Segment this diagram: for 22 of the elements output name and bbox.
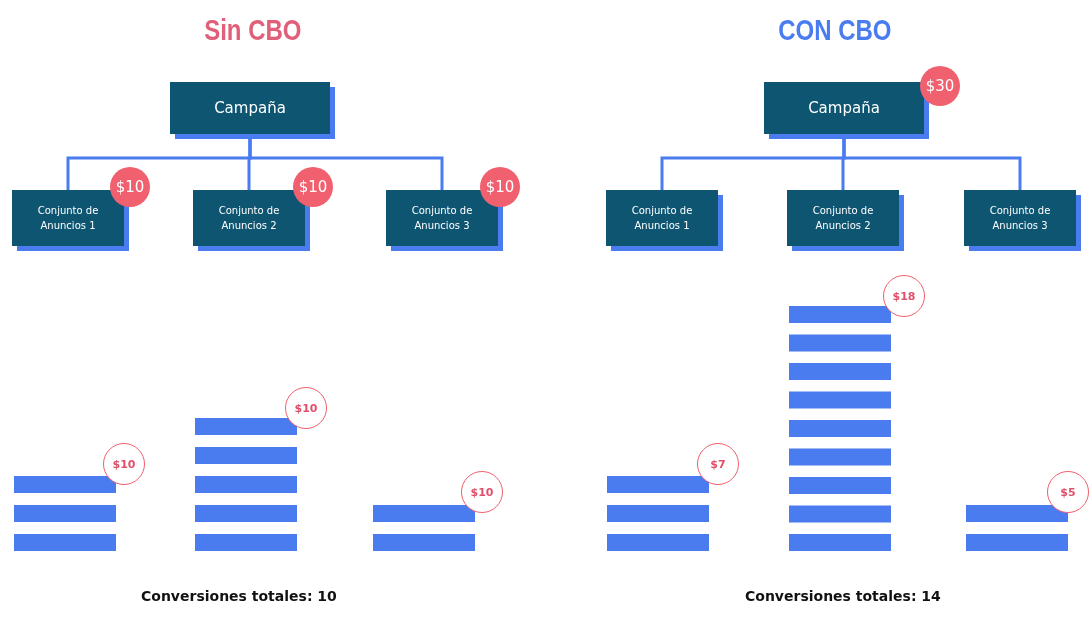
section-title: Sin CBO [204,13,302,47]
budget-badge: $10 [480,167,520,207]
node-label: Conjunto de Anuncios 1 [36,204,100,233]
budget-badge: $10 [110,167,150,207]
budget-badge: $10 [293,167,333,207]
budget-badge: $30 [920,66,960,106]
node-label: Conjunto de Anuncios 1 [630,204,694,233]
value-circle: $18 [883,275,925,317]
value-circle: $7 [697,443,739,485]
node-label: Campaña [807,97,881,119]
value-circle: $10 [461,471,503,513]
node-label: Conjunto de Anuncios 2 [811,204,875,233]
node-label: Conjunto de Anuncios 3 [410,204,474,233]
node-label: Conjunto de Anuncios 2 [217,204,281,233]
section-title: CON CBO [778,13,892,47]
value-circle: $10 [285,387,327,429]
total-text: Conversiones totales: 10 [141,588,337,604]
value-circle: $10 [103,443,145,485]
node-label: Conjunto de Anuncios 3 [988,204,1052,233]
node-label: Campaña [213,97,287,119]
value-circle: $5 [1047,471,1089,513]
total-text: Conversiones totales: 14 [745,588,941,604]
